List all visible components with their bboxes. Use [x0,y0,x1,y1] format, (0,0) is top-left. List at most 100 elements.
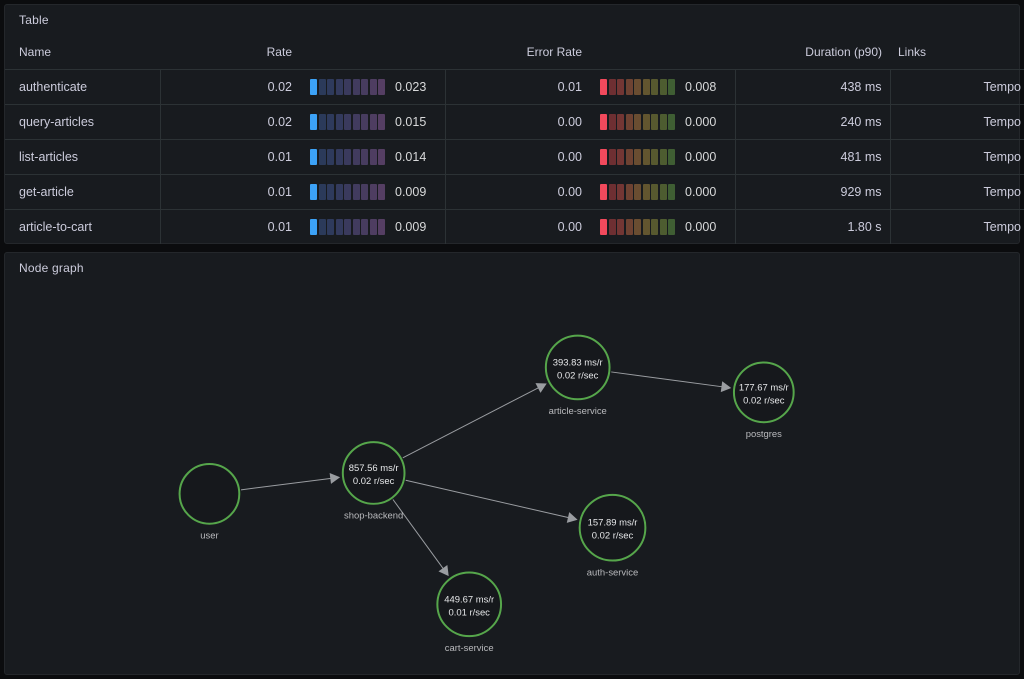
traces-table: Name Rate Error Rate Duration (p90) Link… [5,39,1024,244]
gauge-segment [352,219,360,235]
node-ring-success [341,441,406,505]
rate-bar-value: 0.009 [395,220,427,234]
table-row[interactable]: get-article 0.01 0.009 0.00 0.000 929 ms… [5,174,1024,210]
node-stat-duration: 857.56 ms/r [349,463,399,474]
column-header-duration[interactable]: Duration (p90) [805,45,882,59]
cell-error-rate[interactable]: 0.00 [444,174,590,210]
gauge-segment [608,149,616,165]
gauge-segment [668,219,675,235]
cell-error-rate[interactable]: 0.00 [444,104,590,140]
gauge-segment [617,79,624,95]
gauge-segment [668,184,675,200]
cell-duration[interactable]: 1.80 s [734,209,890,244]
node-label: cart-service [445,643,494,654]
column-header-error-rate[interactable]: Error Rate [526,45,582,59]
node-label: auth-service [587,567,638,578]
gauge-segment [327,114,334,130]
cell-name: article-to-cart [5,209,161,244]
node-stat-rate: 0.01 r/sec [448,607,490,618]
cell-rate[interactable]: 0.02 [160,69,300,105]
node-stat-rate: 0.02 r/sec [353,476,395,487]
gauge-segment [642,79,650,95]
gauge-segment [600,149,607,165]
cell-duration[interactable]: 240 ms [734,104,890,140]
table-row[interactable]: query-articles 0.02 0.015 0.00 0.000 240… [5,104,1024,140]
graph-edge[interactable] [611,371,725,388]
gauge-segment [369,79,377,95]
cell-rate[interactable]: 0.02 [160,104,300,140]
error-gauge [600,79,675,95]
rate-bar-value: 0.009 [395,185,427,199]
graph-node-cart-service[interactable]: 449.67 ms/r 0.01 r/sec cart-service [436,571,503,654]
gauge-segment [634,184,641,200]
cell-duration[interactable]: 438 ms [734,69,890,105]
graph-edge[interactable] [240,477,334,491]
cell-duration[interactable]: 481 ms [734,139,890,175]
gauge-segment [361,114,368,130]
gauge-segment [651,79,658,95]
graph-edge[interactable] [392,499,446,571]
cell-error-rate[interactable]: 0.00 [444,209,590,244]
cell-error-bar: 0.000 [590,104,735,140]
cell-error-bar: 0.000 [590,209,735,244]
node-stat-duration: 449.67 ms/r [444,594,494,605]
cell-rate[interactable]: 0.01 [160,209,300,244]
node-disc [733,362,794,423]
gauge-segment [335,149,343,165]
table-header-row: Name Rate Error Rate Duration (p90) Link… [5,39,1024,70]
node-graph-panel-title: Node graph [19,261,84,275]
cell-rate-bar: 0.023 [300,69,445,105]
cell-link-tempo[interactable]: Tempo [889,209,1024,244]
node-disc [579,494,646,561]
rate-gauge [310,114,385,130]
cell-error-rate[interactable]: 0.01 [444,69,590,105]
cell-link-tempo[interactable]: Tempo [889,69,1024,105]
gauge-segment [344,114,351,130]
table-row[interactable]: article-to-cart 0.01 0.009 0.00 0.000 1.… [5,209,1024,244]
column-header-links[interactable]: Links [898,45,927,59]
error-gauge [600,114,675,130]
graph-edge[interactable] [402,386,541,459]
gauge-segment [335,79,343,95]
node-label: user [200,531,218,542]
rate-gauge [310,219,385,235]
cell-rate[interactable]: 0.01 [160,139,300,175]
gauge-segment [600,184,607,200]
cell-duration[interactable]: 929 ms [734,174,890,210]
node-disc [342,442,405,504]
graph-node-user[interactable]: user [178,463,241,542]
gauge-segment [352,79,360,95]
cell-error-rate[interactable]: 0.00 [444,139,590,175]
table-panel-title: Table [19,13,49,27]
table-row[interactable]: authenticate 0.02 0.023 0.01 0.008 438 m… [5,69,1024,105]
node-stat-rate: 0.02 r/sec [743,395,785,406]
cell-name: query-articles [5,104,161,140]
gauge-segment [318,184,326,200]
column-header-rate[interactable]: Rate [266,45,292,59]
node-ring-success [544,334,611,401]
node-disc [545,335,610,400]
gauge-segment [378,114,385,130]
node-label: postgres [746,429,782,440]
table-body: authenticate 0.02 0.023 0.01 0.008 438 m… [5,69,1024,244]
table-row[interactable]: list-articles 0.01 0.014 0.00 0.000 481 … [5,139,1024,175]
gauge-segment [369,219,377,235]
gauge-segment [617,219,624,235]
cell-link-tempo[interactable]: Tempo [889,104,1024,140]
gauge-segment [361,79,368,95]
gauge-segment [659,149,667,165]
graph-edge[interactable] [405,479,571,519]
cell-error-bar: 0.000 [590,139,735,175]
column-header-name[interactable]: Name [19,45,52,59]
cell-link-tempo[interactable]: Tempo [889,139,1024,175]
gauge-segment [361,219,368,235]
gauge-segment [634,219,641,235]
cell-link-tempo[interactable]: Tempo [889,174,1024,210]
gauge-segment [344,79,351,95]
cell-rate[interactable]: 0.01 [160,174,300,210]
